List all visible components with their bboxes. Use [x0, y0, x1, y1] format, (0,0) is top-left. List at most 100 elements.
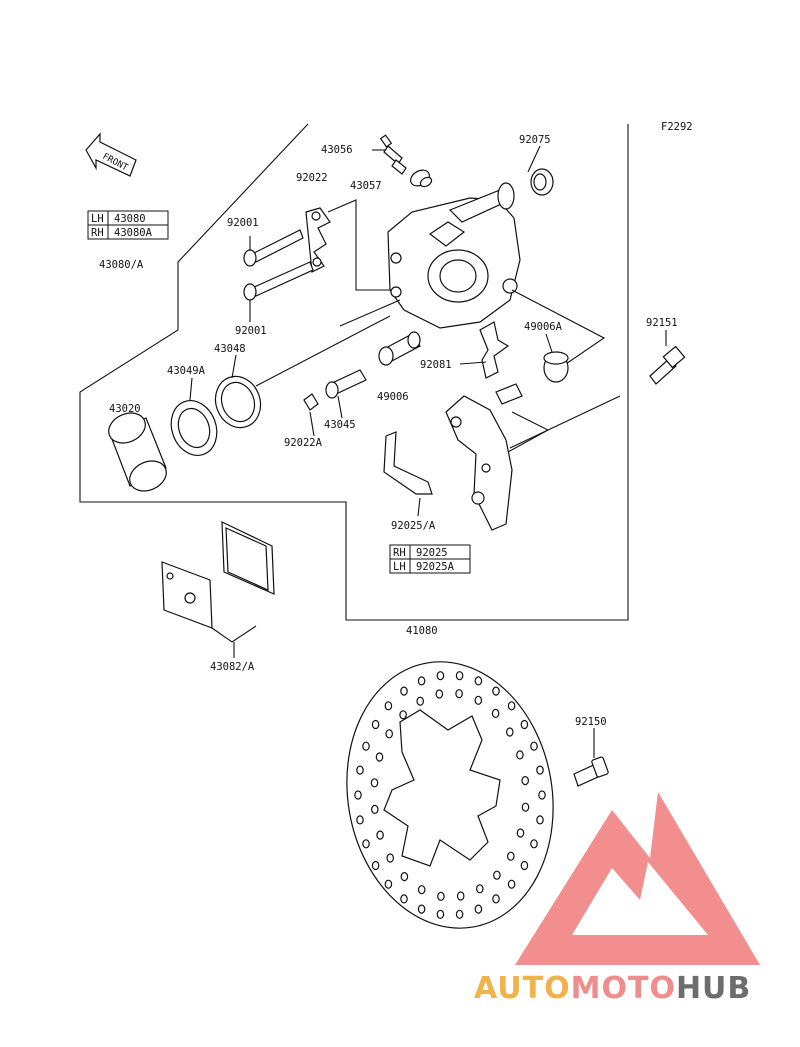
caliper-bracket	[445, 383, 523, 531]
disc-hole	[530, 839, 538, 849]
caliper-side-table: LH 43080 RH 43080A	[87, 210, 169, 240]
watermark-text-auto: AUTO	[474, 971, 571, 1006]
disc-hole	[371, 860, 380, 871]
label-92150: 92150	[575, 716, 607, 728]
disc-hole	[370, 778, 379, 788]
label-43057: 43057	[350, 180, 382, 192]
bracket-side-table: RH 92025 LH 92025A	[389, 544, 471, 574]
label-92151: 92151	[646, 317, 678, 329]
disc-hole	[455, 671, 464, 681]
disc-hole	[400, 686, 408, 696]
bracket-table-part-1: 92025	[416, 547, 448, 559]
bolt-92001-upper	[243, 229, 304, 267]
label-92075: 92075	[519, 134, 551, 146]
caliper-body	[387, 182, 521, 329]
caliper-table-side-1: LH	[91, 213, 104, 225]
disc-hole	[356, 765, 364, 775]
disc-hole	[385, 729, 394, 739]
disc-hole	[474, 676, 483, 686]
label-43082A: 43082/A	[210, 661, 255, 673]
disc-hole	[400, 871, 409, 882]
disc-hole	[474, 904, 483, 914]
label-41080: 41080	[406, 625, 438, 637]
clip-92022A	[303, 393, 319, 411]
disc-hole	[507, 879, 516, 889]
disc-hole	[417, 904, 426, 914]
pad-spring-92081	[479, 321, 510, 379]
label-92001-upper: 92001	[227, 217, 259, 229]
disc-hole	[376, 830, 384, 840]
pad-bracket-92025	[383, 431, 433, 495]
front-arrow-icon: FRONT	[85, 132, 137, 177]
disc-hole	[475, 884, 484, 894]
disc-hole	[530, 741, 538, 751]
disc-hole	[538, 790, 546, 800]
disc-hole	[371, 719, 380, 730]
bleeder-valve	[379, 134, 407, 175]
brake-disc-41080	[346, 661, 554, 929]
disc-hole	[399, 710, 407, 720]
label-92025A: 92025/A	[391, 520, 436, 532]
bracket-table-part-2: 92025A	[416, 561, 455, 573]
caliper-table-part-1: 43080	[114, 213, 146, 225]
disc-hole	[456, 891, 465, 901]
brake-pad-rear	[221, 521, 275, 595]
disc-hole	[354, 790, 362, 800]
watermark-text-moto: MOTO	[571, 971, 676, 1006]
disc-hole	[386, 853, 395, 863]
boot-49006A	[543, 351, 569, 383]
disc-hole	[521, 775, 530, 786]
disc-hole	[400, 894, 408, 904]
disc-hole	[505, 727, 514, 737]
brake-pad-front	[161, 561, 213, 629]
disc-hole	[417, 676, 426, 686]
caliper-assembly-frame	[79, 123, 629, 621]
disc-hole	[356, 815, 364, 825]
label-92022A: 92022A	[284, 437, 323, 449]
disc-hole	[436, 909, 445, 919]
disc-hole	[362, 839, 370, 849]
label-49006A: 49006A	[524, 321, 563, 333]
watermark-text-hub: HUB	[676, 971, 751, 1006]
disc-hole	[437, 891, 445, 901]
bracket-table-side-2: LH	[393, 561, 406, 573]
bolt-92151	[649, 345, 686, 385]
disc-hole	[435, 689, 444, 699]
disc-hole	[436, 671, 445, 681]
label-92022: 92022	[296, 172, 328, 184]
disc-hole	[375, 752, 384, 762]
disc-hole	[384, 879, 393, 889]
disc-hole	[506, 851, 515, 861]
disc-hole	[520, 860, 529, 871]
watermark-text: AUTOMOTOHUB	[474, 971, 751, 1006]
disc-hole	[521, 802, 530, 812]
figure-code: F2292	[661, 121, 693, 133]
label-43020: 43020	[109, 403, 141, 415]
bolt-92150	[573, 756, 609, 787]
slide-pin-49006	[378, 331, 421, 366]
label-43045: 43045	[324, 419, 356, 431]
disc-hole	[455, 689, 463, 699]
caliper-table-side-2: RH	[91, 227, 104, 239]
disc-hole	[520, 719, 529, 730]
disc-hole	[493, 870, 501, 880]
disc-hole	[516, 750, 524, 760]
label-43056: 43056	[321, 144, 353, 156]
boot-seal-92075	[530, 168, 554, 196]
bleeder-cap	[410, 169, 433, 188]
piston-43020	[108, 412, 167, 492]
disc-hole	[536, 765, 544, 775]
disc-hole	[370, 804, 379, 815]
piston-seal-43049A	[170, 400, 218, 456]
disc-hole	[492, 894, 500, 904]
bracket-table-side-1: RH	[393, 547, 406, 559]
disc-hole	[507, 701, 516, 711]
disc-hole	[384, 701, 393, 711]
label-92001-lower: 92001	[235, 325, 267, 337]
disc-hole	[416, 696, 425, 706]
disc-hole	[455, 909, 464, 919]
o-ring-43048	[214, 375, 262, 429]
label-43048: 43048	[214, 343, 246, 355]
